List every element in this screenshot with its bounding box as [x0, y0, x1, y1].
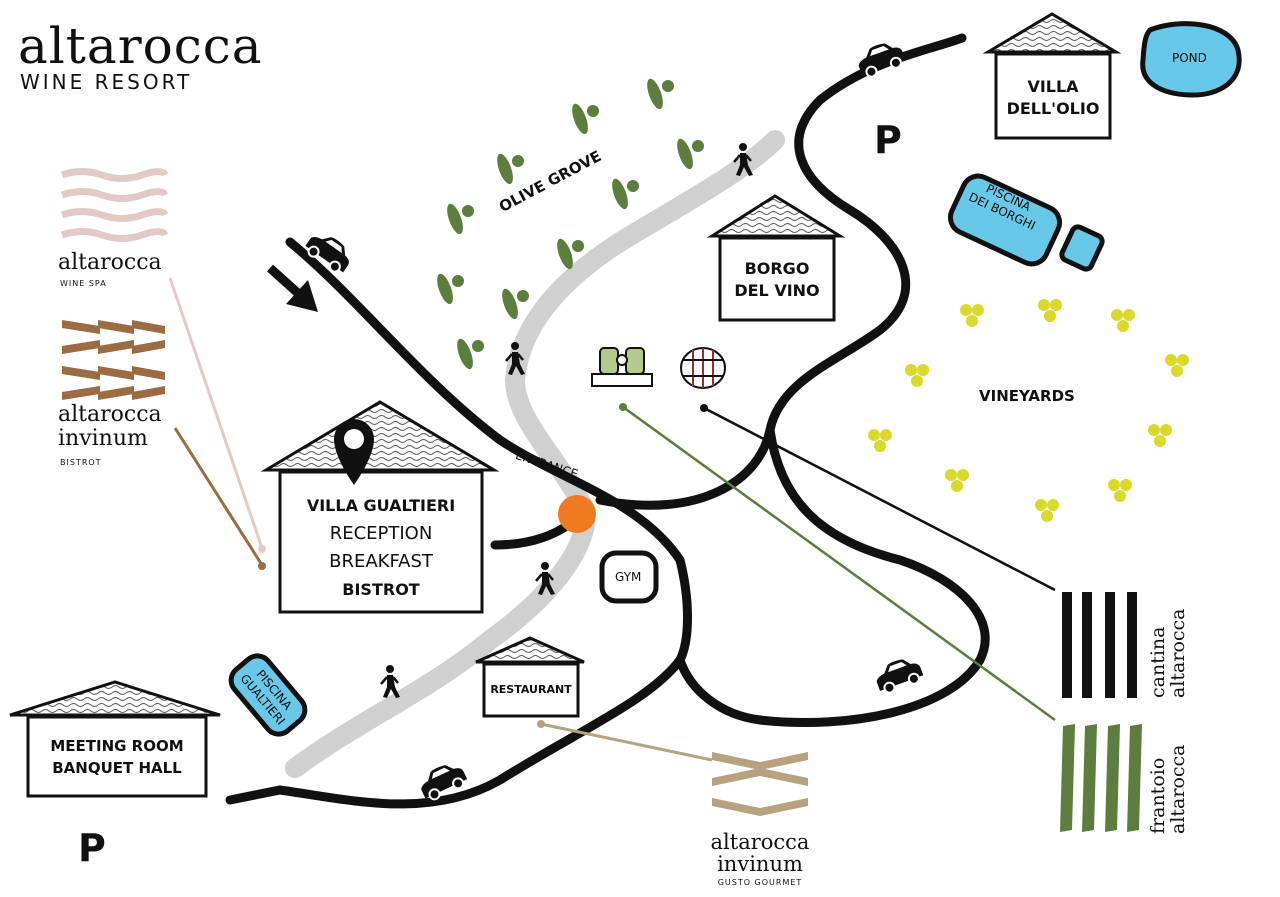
cantina-logo [1062, 592, 1137, 698]
gusto-logo [712, 752, 808, 816]
spa-logo [60, 168, 169, 242]
arrow-icon [266, 264, 318, 312]
cantina-name: cantina altarocca [1147, 608, 1189, 699]
restaurant-label: RESTAURANT [490, 683, 572, 696]
piscina-borghi [947, 173, 1063, 267]
walker-icon [379, 663, 402, 700]
car-icon [301, 226, 358, 278]
borgo-vino-label: BORGO DEL VINO [720, 258, 834, 302]
piscina-gualtieri [228, 653, 308, 737]
cantina-line1: cantina [1147, 626, 1169, 698]
gusto-line2: invinum [717, 852, 803, 876]
frantoio-name: frantoio altarocca [1147, 744, 1189, 835]
vineyards [868, 299, 1189, 522]
brand-name: altarocca [18, 17, 263, 75]
barrel-icon [680, 347, 726, 389]
vineyards-label: VINEYARDS [979, 387, 1075, 405]
car-icon [853, 36, 908, 81]
frantoio-line2: altarocca [1167, 744, 1189, 835]
cantina-line2: altarocca [1167, 608, 1189, 699]
leader-lines [168, 277, 1056, 762]
building-villa-gualtieri [260, 400, 500, 614]
spa-sub: WINE SPA [60, 279, 107, 288]
villa-gualtieri-bistrot: BISTROT [342, 580, 420, 599]
walking-path [285, 130, 785, 778]
building-meeting [9, 680, 221, 798]
gusto-sub: GUSTO GOURMET [717, 878, 803, 887]
villa-olio-line1: VILLA [1027, 77, 1079, 96]
location-pin-icon [334, 419, 374, 485]
building-borgo-vino [706, 194, 846, 322]
bistrot-line2: invinum [58, 426, 148, 451]
meeting-label: MEETING ROOM BANQUET HALL [28, 735, 206, 779]
olive-press-icon [591, 347, 653, 387]
villa-olio-label: VILLA DELL'OLIO [996, 76, 1110, 120]
villa-olio-line2: DELL'OLIO [1006, 99, 1100, 118]
brand-subtitle: WINE RESORT [20, 70, 193, 94]
car-icon [871, 652, 926, 697]
parking-bottom: P [78, 826, 106, 870]
borgo-vino-line2: DEL VINO [734, 281, 820, 300]
meeting-line1: MEETING ROOM [50, 737, 184, 755]
bistrot-sub: BISTROT [60, 458, 102, 467]
road-main [225, 237, 692, 809]
meeting-line2: BANQUET HALL [52, 759, 182, 777]
frantoio-logo [1060, 724, 1142, 832]
road-south-loop [675, 425, 990, 727]
gym-label: GYM [615, 570, 642, 584]
villa-gualtieri-breakfast: BREAKFAST [329, 551, 433, 572]
parking-top: P [874, 118, 902, 162]
villa-gualtieri-reception: RECEPTION [329, 523, 433, 544]
gym [599, 550, 659, 604]
spa-name: altarocca [58, 250, 162, 275]
road-loop [595, 33, 967, 510]
entrance-marker [558, 495, 596, 533]
villa-gualtieri-label: VILLA GUALTIERI RECEPTION BREAKFAST BIST… [280, 492, 482, 604]
villa-gualtieri-name: VILLA GUALTIERI [306, 496, 456, 515]
pond-label: POND [1172, 51, 1207, 65]
building-villa-olio [982, 12, 1122, 140]
bistrot-line1: altarocca [58, 402, 162, 427]
frantoio-line1: frantoio [1147, 757, 1169, 834]
bistrot-logo [62, 320, 165, 400]
pond [1140, 21, 1242, 98]
gusto-line1: altarocca [710, 830, 810, 854]
building-restaurant [475, 636, 585, 718]
borgo-vino-line1: BORGO [744, 259, 810, 278]
